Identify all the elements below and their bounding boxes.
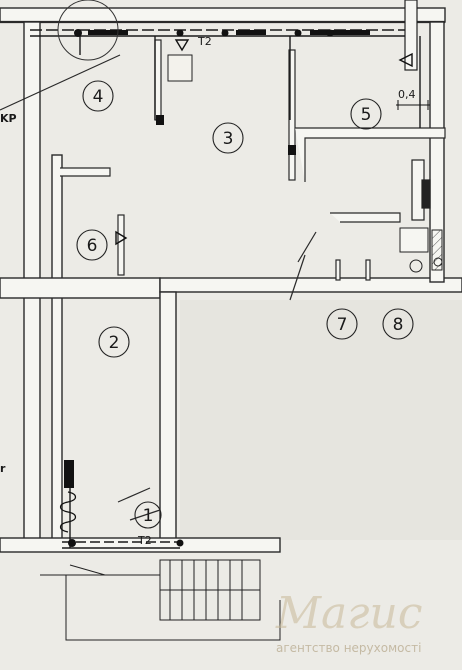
dimension-marker [396,100,430,110]
hatched-wall [431,229,443,271]
pipe-label-bottom: T2 [137,534,152,547]
riser-column [404,0,431,221]
room-label-7: 7 [337,315,348,335]
room-label-6: 6 [87,236,98,256]
room-markers: 1 2 3 4 5 6 7 8 [76,80,414,529]
room-marker-2: 2 [98,326,130,358]
room-label-2: 2 [109,333,120,353]
room-label-5: 5 [361,105,372,125]
room-marker-8: 8 [382,308,414,340]
diagonal-wall [0,54,121,111]
walls [0,7,462,553]
room-marker-1: 1 [134,501,162,529]
room-marker-7: 7 [326,308,358,340]
room-label-4: 4 [93,87,104,107]
valve-icon [174,39,190,52]
room-label-1: 1 [143,506,154,526]
room-marker-4: 4 [82,80,114,112]
room-marker-5: 5 [350,98,382,130]
watermark: Магис агентство нерухомості [275,588,423,655]
watermark-brand: Магис [275,588,423,639]
meter-circle [57,0,119,61]
staircase [40,559,281,641]
room-label-3: 3 [223,129,234,149]
fixtures [167,54,443,273]
coil-icon [59,491,77,533]
valve-icon [398,52,413,68]
watermark-tagline: агентство нерухомості [276,641,421,655]
room-marker-6: 6 [76,229,108,261]
valve-icons [115,39,413,246]
edge-label-top: KP [0,112,17,125]
dimension-label: 0,4 [398,88,416,101]
edge-label-mid: r [0,462,6,475]
pipe-label-top: T2 [197,35,212,48]
valve-icon [115,230,128,246]
pipe-accents [64,29,370,547]
room-marker-3: 3 [212,122,244,154]
room-label-8: 8 [393,315,404,335]
